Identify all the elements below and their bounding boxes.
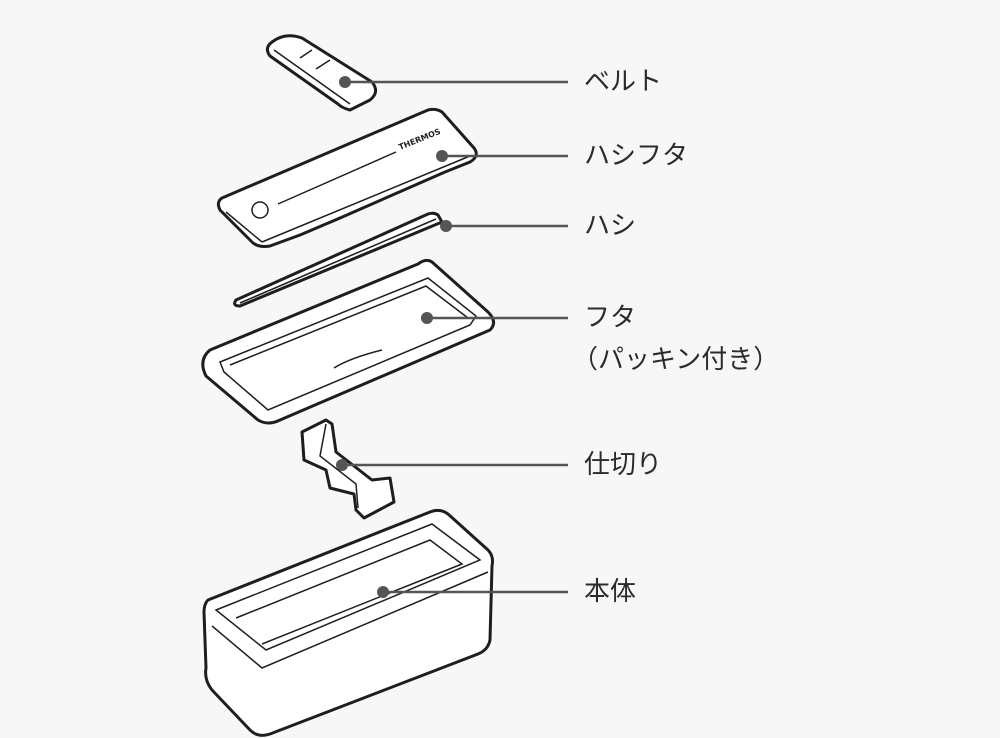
leader-lines: [336, 76, 568, 598]
label-lid: フタ: [584, 303, 637, 333]
label-chopsticks: ハシ: [584, 211, 637, 241]
label-body: 本体: [584, 577, 637, 607]
chopsticks-drawing: [233, 211, 444, 308]
belt-drawing: [265, 34, 377, 112]
label-chopstick-case: ハシフタ: [584, 141, 689, 171]
body-drawing: [202, 508, 494, 737]
chopstick-case-drawing: THERMOS: [216, 107, 478, 248]
label-divider: 仕切り: [584, 450, 663, 480]
divider-drawing: [300, 418, 396, 520]
label-belt: ベルト: [584, 67, 663, 97]
lid-drawing: [201, 258, 495, 425]
label-lid-note: （パッキン付き）: [572, 345, 780, 375]
